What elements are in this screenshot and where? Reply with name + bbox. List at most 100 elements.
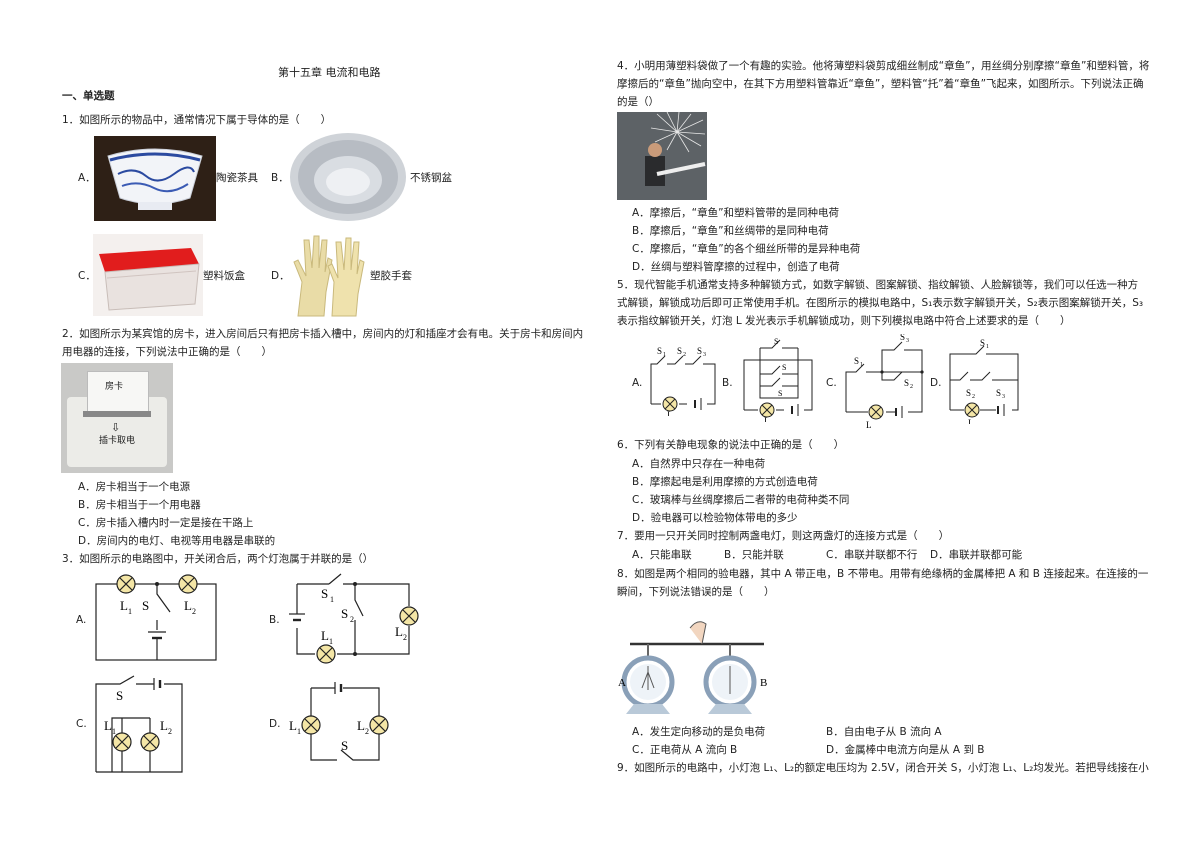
svg-text:L: L <box>357 718 365 733</box>
option-3d-letter[interactable]: D. <box>269 718 281 730</box>
question-4-stem-cont2: 的是（） <box>617 96 659 108</box>
option-7b[interactable]: B．只能并联 <box>724 549 784 561</box>
svg-text:2: 2 <box>168 727 172 736</box>
down-arrow-icon: ⇩ <box>111 421 121 434</box>
question-4-stem-cont: 摩擦后的“章鱼”抛向空中，在其下方用塑料管靠近“章鱼”，塑料管“托”着“章鱼”飞… <box>617 78 1144 90</box>
plastic-lunchbox-image <box>93 234 203 316</box>
option-6c[interactable]: C．玻璃棒与丝绸摩擦后二者带的电荷种类不同 <box>632 494 850 506</box>
svg-text:L: L <box>321 628 329 643</box>
svg-text:3: 3 <box>703 352 706 358</box>
svg-text:S: S <box>116 688 123 703</box>
lamp-label: L <box>120 598 128 613</box>
option-7c[interactable]: C．串联并联都不行 <box>826 549 918 561</box>
question-2-stem: 2．如图所示为某宾馆的房卡，进入房间后只有把房卡插入槽中，房间内的灯和插座才会有… <box>62 328 584 340</box>
question-1-stem: 1．如图所示的物品中，通常情况下属于导体的是（ ） <box>62 114 332 126</box>
electroscope-b <box>703 644 757 714</box>
option-5a-letter[interactable]: A. <box>632 377 643 389</box>
question-5-stem-cont: 式解锁，解锁成功后即可正常使用手机。在图所示的模拟电路中，S₁表示数字解锁开关，… <box>617 297 1144 309</box>
option-4d[interactable]: D．丝绸与塑料管摩擦的过程中，创造了电荷 <box>632 261 840 273</box>
option-3b-letter[interactable]: B. <box>269 614 280 626</box>
svg-text:1: 1 <box>329 637 333 646</box>
svg-text:A: A <box>618 677 626 689</box>
svg-text:S: S <box>782 363 786 372</box>
svg-text:1: 1 <box>330 595 334 604</box>
steel-basin-image <box>288 130 408 225</box>
option-label: 不锈钢盆 <box>410 172 452 184</box>
svg-text:L: L <box>968 418 974 424</box>
option-8c[interactable]: C．正电荷从 A 流向 B <box>632 744 738 756</box>
option-2b[interactable]: B．房卡相当于一个用电器 <box>78 499 201 511</box>
question-7-stem: 7．要用一只开关同时控制两盏电灯，则这两盏灯的连接方式是（ ） <box>617 530 950 542</box>
section-heading: 一、单选题 <box>62 90 115 102</box>
svg-text:3: 3 <box>1002 394 1005 400</box>
svg-text:1: 1 <box>112 727 116 736</box>
question-2-stem-cont: 用电器的连接，下列说法中正确的是（ ） <box>62 346 272 358</box>
option-label: 陶瓷茶具 <box>216 172 258 184</box>
svg-text:S: S <box>341 738 348 753</box>
option-5b-letter[interactable]: B. <box>722 377 733 389</box>
svg-text:S: S <box>677 346 682 356</box>
svg-text:L: L <box>764 416 770 422</box>
svg-text:1: 1 <box>986 344 989 350</box>
option-2c[interactable]: C．房卡插入槽内时一定是接在干路上 <box>78 517 254 529</box>
question-6-stem: 6．下列有关静电现象的说法中正确的是（ ） <box>617 439 845 451</box>
svg-text:L: L <box>667 410 673 416</box>
svg-text:S: S <box>854 356 859 366</box>
option-letter: A． <box>78 172 96 184</box>
option-8a[interactable]: A．发生定向移动的是负电荷 <box>632 726 766 738</box>
electroscope-a <box>621 644 675 714</box>
option-4c[interactable]: C．摩擦后，“章鱼”的各个细丝所带的是异种电荷 <box>632 243 861 255</box>
option-letter: B． <box>271 172 289 184</box>
svg-text:L: L <box>289 718 297 733</box>
svg-text:3: 3 <box>906 338 909 344</box>
option-letter: D． <box>271 270 290 282</box>
option-3c-letter[interactable]: C. <box>76 718 87 730</box>
svg-text:L: L <box>866 420 872 430</box>
option-3a-letter[interactable]: A. <box>76 614 87 626</box>
svg-text:S: S <box>966 388 971 398</box>
page-title: 第十五章 电流和电路 <box>278 66 381 79</box>
svg-text:S: S <box>996 388 1001 398</box>
question-3-stem: 3．如图所示的电路图中，开关闭合后，两个灯泡属于并联的是（） <box>62 553 374 565</box>
svg-text:1: 1 <box>663 352 666 358</box>
svg-text:2: 2 <box>403 633 407 642</box>
svg-text:2: 2 <box>683 352 686 358</box>
question-8-stem-cont: 瞬间，下列说法错误的是（ ） <box>617 586 775 598</box>
option-2a[interactable]: A．房卡相当于一个电源 <box>78 481 191 493</box>
option-5c-letter[interactable]: C. <box>826 377 837 389</box>
option-4b[interactable]: B．摩擦后，“章鱼”和丝绸带的是同种电荷 <box>632 225 829 237</box>
option-2d[interactable]: D．房间内的电灯、电视等用电器是串联的 <box>78 535 276 547</box>
svg-text:L: L <box>395 624 403 639</box>
svg-text:2: 2 <box>365 727 369 736</box>
rubber-gloves-image <box>288 232 368 318</box>
svg-text:S: S <box>341 606 348 621</box>
room-card-image: 房卡 ⇩ 插卡取电 <box>61 363 173 473</box>
option-7d[interactable]: D．串联并联都可能 <box>930 549 1023 561</box>
svg-text:S: S <box>778 389 782 398</box>
option-letter: C． <box>78 270 96 282</box>
option-6b[interactable]: B．摩擦起电是利用摩擦的方式创造电荷 <box>632 476 818 488</box>
option-6d[interactable]: D．验电器可以检验物体带电的多少 <box>632 512 798 524</box>
room-card-label: 房卡 <box>105 382 124 392</box>
svg-text:S: S <box>774 338 778 346</box>
option-6a[interactable]: A．自然界中只存在一种电荷 <box>632 458 766 470</box>
option-5d-letter[interactable]: D. <box>930 377 942 389</box>
svg-text:S: S <box>321 586 328 601</box>
svg-text:2: 2 <box>350 615 354 624</box>
option-8b[interactable]: B．自由电子从 B 流向 A <box>826 726 942 738</box>
question-4-stem: 4．小明用薄塑料袋做了一个有趣的实验。他将薄塑料袋剪成细丝制成“章鱼”，用丝绸分… <box>617 60 1150 72</box>
slot-label: 插卡取电 <box>99 436 136 446</box>
svg-text:S: S <box>980 338 985 348</box>
option-8d[interactable]: D．金属棒中电流方向是从 A 到 B <box>826 744 985 756</box>
option-4a[interactable]: A．摩擦后，“章鱼”和塑料管带的是同种电荷 <box>632 207 840 219</box>
option-7a[interactable]: A．只能串联 <box>632 549 692 561</box>
svg-text:S: S <box>697 346 702 356</box>
question-9-stem: 9．如图所示的电路中，小灯泡 L₁、L₂的额定电压均为 2.5V，闭合开关 S，… <box>617 762 1149 774</box>
